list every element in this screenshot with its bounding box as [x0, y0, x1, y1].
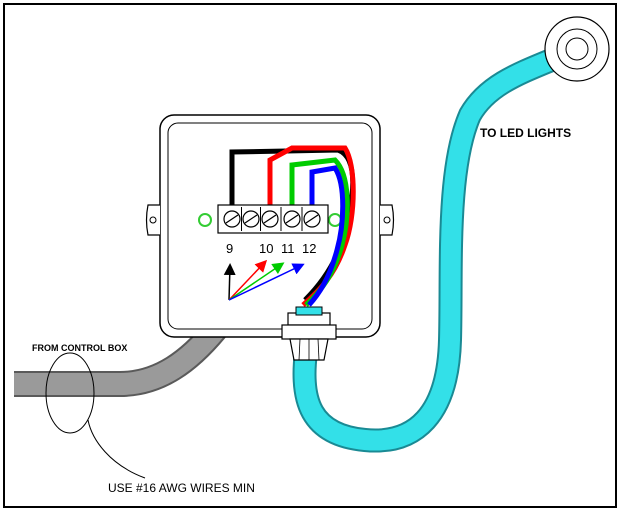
callout-ellipse	[45, 352, 95, 434]
wire-note-label: USE #16 AWG WIRES MIN	[108, 481, 255, 495]
terminal-label-9: 9	[226, 241, 233, 256]
screw-slot	[263, 214, 277, 224]
terminal-label-12: 12	[302, 241, 316, 256]
arrow-green	[228, 262, 285, 301]
arrow-black	[223, 263, 236, 301]
screw-slot	[244, 214, 258, 224]
cable-gland	[281, 306, 337, 361]
arrow-blue	[228, 263, 305, 301]
internal-wires	[229, 145, 356, 307]
terminal-block	[217, 204, 329, 234]
mount-hole-left-icon	[198, 213, 212, 227]
screw-slot	[225, 214, 239, 224]
to-led-label: TO LED LIGHTS	[480, 126, 571, 140]
callout-leader	[87, 419, 146, 479]
led-fixture-icon	[544, 16, 610, 82]
arrow-red	[228, 259, 268, 301]
terminal-label-10: 10	[259, 241, 273, 256]
screw-slot	[305, 214, 319, 224]
mount-hole-right-icon	[328, 213, 342, 227]
from-control-label: FROM CONTROL BOX	[32, 343, 127, 353]
led-cable	[292, 39, 580, 453]
terminal-label-11: 11	[281, 241, 295, 256]
wire-arrows	[223, 259, 305, 301]
wire-blue	[307, 165, 346, 307]
screw-slot	[285, 214, 299, 224]
